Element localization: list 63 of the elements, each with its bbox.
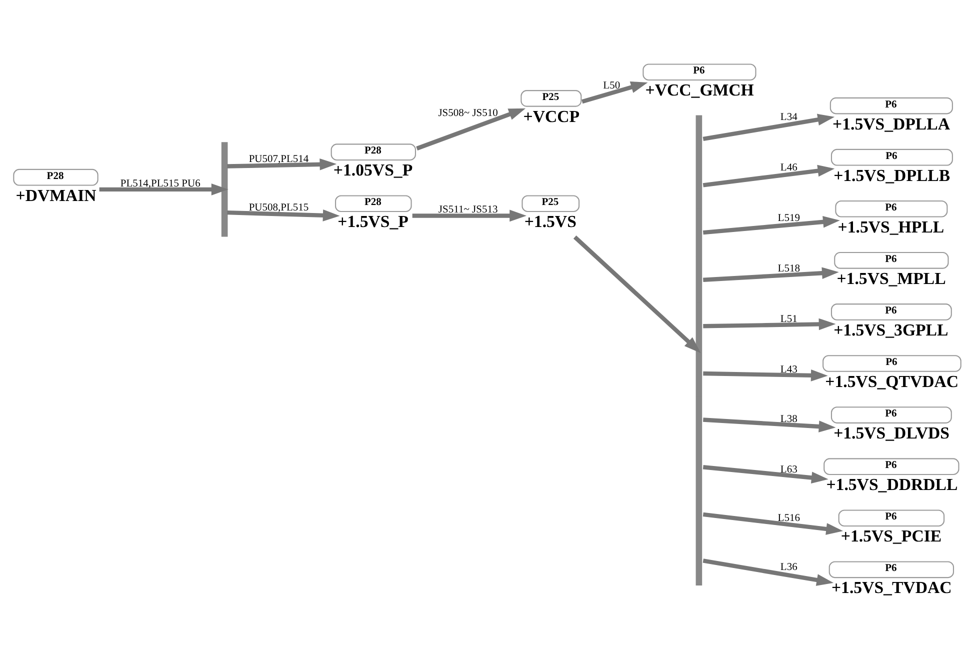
node-label: +1.5VS_DPLLA bbox=[832, 114, 950, 133]
node-label: +1.5VS_P bbox=[338, 212, 408, 231]
edge-label: L43 bbox=[780, 364, 798, 375]
node-label: +1.5VS_HPLL bbox=[838, 216, 944, 236]
edge-label: L519 bbox=[778, 212, 800, 224]
node-label: +VCC_GMCH bbox=[645, 80, 754, 100]
node-box: P6 bbox=[838, 509, 945, 526]
node-box: P28 bbox=[335, 194, 412, 212]
node-label: +1.05VS_P bbox=[333, 160, 413, 180]
node-label: +1.5VS_DPLLB bbox=[834, 165, 950, 184]
arrow bbox=[703, 417, 836, 432]
node-label: +DVMAIN bbox=[16, 185, 96, 204]
edge-label: L516 bbox=[778, 512, 800, 524]
edge-label: L51 bbox=[780, 313, 798, 324]
arrow bbox=[227, 158, 337, 170]
node-box: P28 bbox=[13, 168, 98, 186]
edge-label: L36 bbox=[780, 562, 798, 573]
arrow bbox=[702, 216, 840, 234]
node-label: +1.5VS_QTVDAC bbox=[825, 371, 959, 390]
arrow bbox=[703, 266, 839, 282]
edge-label: L46 bbox=[780, 162, 798, 173]
node-label: +1.5VS_DDRDLL bbox=[826, 474, 958, 494]
arrow bbox=[703, 318, 836, 330]
node-box: P25 bbox=[520, 90, 582, 106]
edge-label: L63 bbox=[780, 464, 798, 475]
node-box: P6 bbox=[830, 148, 953, 166]
node-box: P6 bbox=[830, 96, 953, 114]
node-box: P25 bbox=[522, 194, 580, 212]
node-box: P6 bbox=[824, 458, 960, 474]
node-box: P6 bbox=[830, 406, 952, 423]
edge-label: L34 bbox=[780, 112, 798, 123]
node-box: P6 bbox=[828, 560, 954, 578]
node-label: +1.5VS_TVDAC bbox=[831, 578, 952, 597]
edge-label: L50 bbox=[603, 80, 620, 91]
arrow bbox=[582, 81, 648, 104]
arrow bbox=[702, 164, 835, 187]
node-label: +1.5VS_MPLL bbox=[836, 268, 946, 288]
arrow bbox=[702, 512, 844, 534]
arrow bbox=[703, 369, 828, 381]
arrow bbox=[702, 558, 834, 586]
arrow bbox=[227, 209, 340, 221]
node-label: +1.5VS_DLVDS bbox=[834, 423, 950, 442]
edge-label: PL514,PL515 PU6 bbox=[120, 178, 200, 189]
edge-label: L38 bbox=[780, 413, 798, 424]
node-label: +1.5VS_3GPLL bbox=[834, 320, 948, 339]
edge-label: JS508~ JS510 bbox=[438, 107, 498, 118]
node-label: +1.5VS_PCIE bbox=[840, 526, 942, 546]
edge-label: JS511~ JS513 bbox=[438, 204, 498, 216]
node-box: P6 bbox=[834, 252, 949, 268]
node-box: P28 bbox=[330, 143, 416, 160]
edge-label: PU508,PL515 bbox=[248, 202, 309, 213]
edge-label: L518 bbox=[778, 262, 800, 274]
arrow bbox=[702, 464, 828, 484]
arrow bbox=[416, 108, 526, 150]
node-box: P6 bbox=[835, 200, 948, 217]
arrow bbox=[412, 209, 526, 222]
node-label: +VCCP bbox=[523, 106, 580, 126]
node-label: +1.5VS bbox=[524, 212, 576, 231]
node-box: P6 bbox=[642, 63, 756, 80]
edge-label: PU507,PL514 bbox=[248, 154, 309, 165]
node-box: P6 bbox=[830, 303, 952, 320]
arrow bbox=[702, 113, 835, 141]
node-box: P6 bbox=[822, 354, 962, 372]
